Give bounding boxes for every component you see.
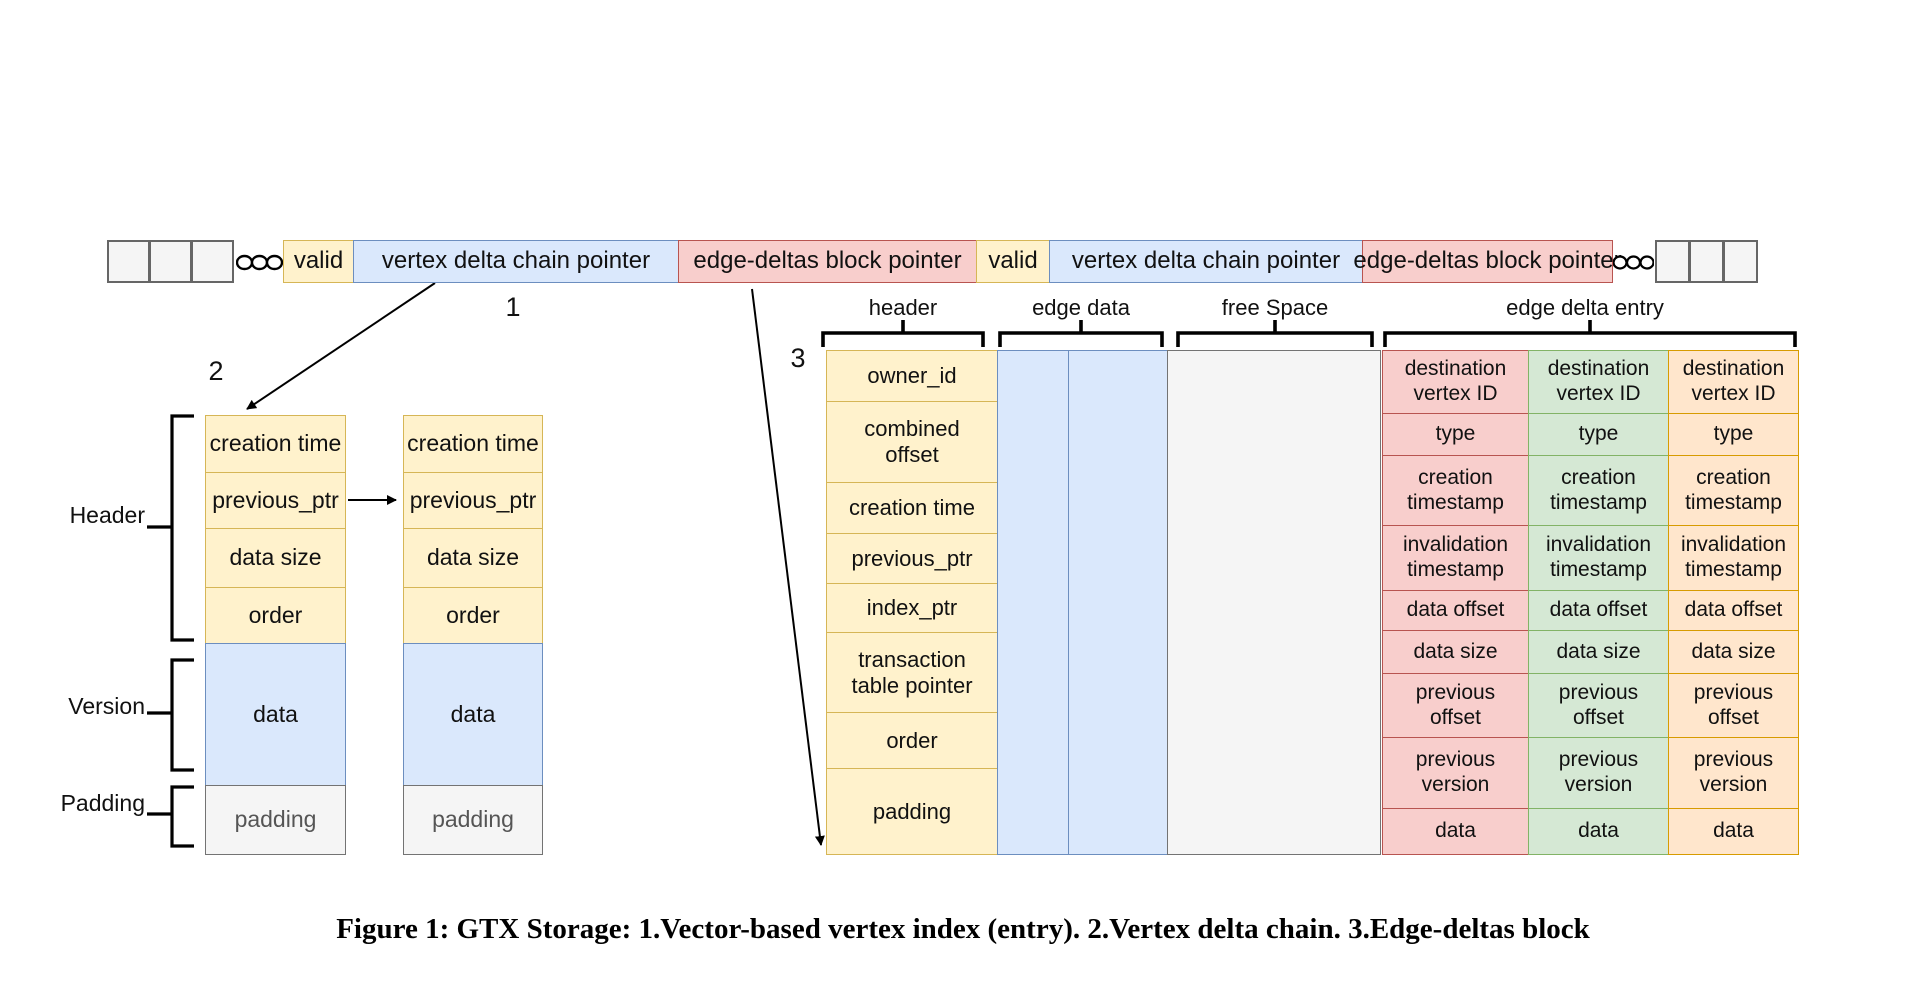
valid-cell: valid	[976, 240, 1050, 283]
side-label-header: Header	[69, 501, 145, 528]
vertex-delta-chain-pointer-cell: vertex delta chain pointer	[353, 240, 679, 283]
section-number-2: 2	[208, 355, 224, 386]
delta-row-data-size: data size	[205, 528, 346, 588]
free-space-region	[1167, 350, 1381, 855]
vector-slot	[149, 240, 192, 283]
entry-type: type	[1528, 413, 1669, 456]
bracket-block-header	[821, 320, 985, 347]
entry-destination-vertex-id: destination vertex ID	[1668, 350, 1799, 414]
section-label-edge-data: edge data	[1032, 294, 1130, 320]
arrow-to-vertex-delta-chain	[246, 282, 436, 410]
block-header-owner-id: owner_id	[826, 350, 998, 402]
entry-invalidation-timestamp: invalidation timestamp	[1382, 525, 1529, 591]
figure-caption: Figure 1: GTX Storage: 1.Vector-based ve…	[336, 913, 1590, 945]
delta-row-order: order	[205, 587, 346, 644]
bracket-padding	[147, 785, 194, 848]
entry-invalidation-timestamp: invalidation timestamp	[1668, 525, 1799, 591]
block-header-previous-ptr: previous_ptr	[826, 533, 998, 584]
vector-slot	[1723, 240, 1758, 283]
delta-row-padding: padding	[403, 785, 543, 855]
block-header-combined-offset: combined offset	[826, 401, 998, 483]
entry-type: type	[1668, 413, 1799, 456]
vector-slot	[107, 240, 150, 283]
entry-previous-offset: previous offset	[1668, 673, 1799, 738]
side-label-version: Version	[68, 692, 145, 719]
delta-row-order: order	[403, 587, 543, 644]
entry-data-size: data size	[1668, 630, 1799, 674]
entry-data-size: data size	[1382, 630, 1529, 674]
entry-creation-timestamp: creation timestamp	[1528, 455, 1669, 526]
entry-destination-vertex-id: destination vertex ID	[1382, 350, 1529, 414]
delta-row-data-size: data size	[403, 528, 543, 588]
edge-deltas-block-pointer-cell: edge-deltas block pointer	[678, 240, 977, 283]
chain-link-icon	[236, 254, 283, 271]
entry-data: data	[1668, 808, 1799, 855]
entry-type: type	[1382, 413, 1529, 456]
delta-row-padding: padding	[205, 785, 346, 855]
delta-row-previous-ptr: previous_ptr	[205, 472, 346, 529]
delta-row-creation-time: creation time	[403, 415, 543, 473]
entry-previous-version: previous version	[1528, 737, 1669, 809]
entry-creation-timestamp: creation timestamp	[1668, 455, 1799, 526]
bracket-header	[147, 414, 194, 642]
vertex-delta-chain-pointer-cell: vertex delta chain pointer	[1049, 240, 1363, 283]
section-label-edge-delta-entry: edge delta entry	[1506, 294, 1664, 320]
entry-previous-offset: previous offset	[1528, 673, 1669, 738]
delta-row-data: data	[205, 643, 346, 786]
entry-invalidation-timestamp: invalidation timestamp	[1528, 525, 1669, 591]
section-label-header: header	[868, 294, 938, 320]
vector-slot	[1655, 240, 1690, 283]
section-number-3: 3	[790, 342, 806, 373]
entry-creation-timestamp: creation timestamp	[1382, 455, 1529, 526]
vector-slot	[191, 240, 234, 283]
edge-data-column	[1068, 350, 1168, 855]
block-header-order: order	[826, 712, 998, 769]
bracket-version	[147, 658, 194, 772]
valid-cell: valid	[283, 240, 354, 283]
entry-data-size: data size	[1528, 630, 1669, 674]
entry-data-offset: data offset	[1528, 590, 1669, 631]
block-header-transaction-table-pointer: transaction table pointer	[826, 632, 998, 713]
side-label-padding: Padding	[60, 789, 145, 816]
vector-slot	[1689, 240, 1724, 283]
entry-data-offset: data offset	[1382, 590, 1529, 631]
section-number-1: 1	[505, 291, 521, 322]
entry-previous-version: previous version	[1668, 737, 1799, 809]
entry-destination-vertex-id: destination vertex ID	[1528, 350, 1669, 414]
block-header-index-ptr: index_ptr	[826, 583, 998, 633]
chain-link-icon	[1613, 255, 1654, 270]
bracket-edge-data	[998, 320, 1164, 347]
delta-row-previous-ptr: previous_ptr	[403, 472, 543, 529]
edge-data-column	[997, 350, 1069, 855]
section-label-free-space: free Space	[1221, 294, 1329, 320]
entry-data-offset: data offset	[1668, 590, 1799, 631]
entry-previous-offset: previous offset	[1382, 673, 1529, 738]
edge-deltas-block-pointer-cell: edge-deltas block pointer	[1353, 240, 1622, 283]
block-header-padding: padding	[826, 768, 998, 855]
block-header-creation-time: creation time	[826, 482, 998, 534]
entry-previous-version: previous version	[1382, 737, 1529, 809]
entry-data: data	[1528, 808, 1669, 855]
delta-row-creation-time: creation time	[205, 415, 346, 473]
delta-row-data: data	[403, 643, 543, 786]
entry-data: data	[1382, 808, 1529, 855]
bracket-edge-delta-entry	[1383, 320, 1797, 347]
bracket-free-space	[1176, 320, 1374, 347]
